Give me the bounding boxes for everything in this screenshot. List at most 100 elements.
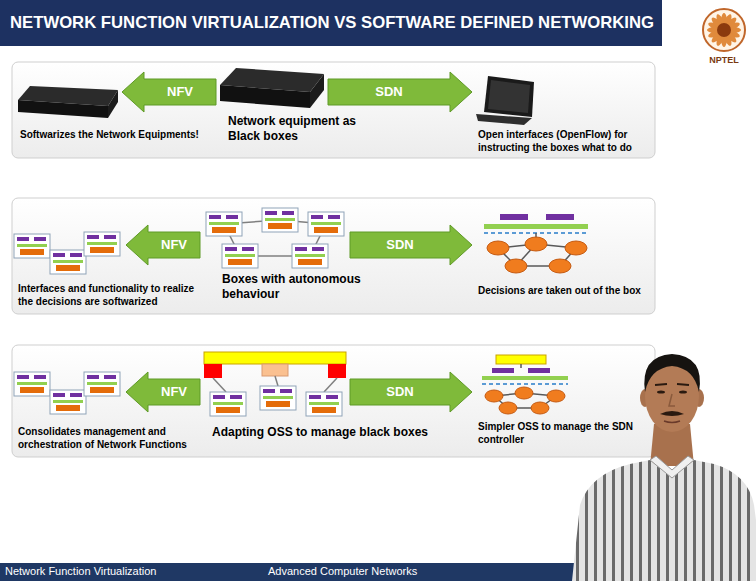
illustrated-item: Decisions are taken out of the box <box>476 210 594 274</box>
slide-title: NETWORK FUNCTION VIRTUALIZATION VS SOFTW… <box>10 0 654 46</box>
illustrated-item: Boxes with autonomous behaviour <box>204 206 346 268</box>
sdn-controller-illustration <box>528 368 550 373</box>
presenter-figure <box>669 394 675 406</box>
sdn-controller-illustration <box>485 390 503 402</box>
sdn-controller-illustration <box>482 376 568 380</box>
caption-text: Interfaces and functionality to realize … <box>18 282 204 308</box>
sdn-controller-illustration <box>496 355 546 364</box>
network-box-illustration <box>275 376 278 386</box>
caption-text: Simpler OSS to manage the SDN controller <box>478 420 646 446</box>
network-box-illustration <box>222 244 258 268</box>
network-box-illustration <box>14 372 50 396</box>
sdn-controller-illustration <box>525 237 547 251</box>
nptel-logo <box>703 9 745 51</box>
footer-text: Advanced Computer Networks <box>268 564 417 579</box>
nptel-logo <box>709 15 739 45</box>
caption-text: Open interfaces (OpenFlow) for instructi… <box>478 128 646 154</box>
illustrated-item: Softwarizes the Network Equipments! <box>18 84 118 122</box>
title-bar <box>0 0 662 46</box>
sdn-controller-illustration <box>487 241 509 255</box>
laptop-illustration <box>476 76 534 125</box>
block-arrow <box>126 225 200 265</box>
caption-text: Decisions are taken out of the box <box>478 284 650 297</box>
sdn-controller-illustration <box>531 402 549 414</box>
network-box-illustration <box>206 212 242 236</box>
block-arrow <box>350 372 472 412</box>
presenter-figure <box>644 354 700 392</box>
sdn-controller-illustration <box>505 259 527 273</box>
sdn-controller-illustration <box>515 387 533 399</box>
illustrated-item: Consolidates management and orchestratio… <box>12 368 122 420</box>
laptop-illustration <box>476 114 532 125</box>
row-panel <box>12 62 655 457</box>
nptel-logo <box>714 13 734 47</box>
illustrated-item: Open interfaces (OpenFlow) for instructi… <box>476 74 536 126</box>
black-box-illustration <box>108 90 118 118</box>
caption-text: Network equipment as Black boxes <box>228 114 364 144</box>
sdn-controller-illustration <box>484 224 588 229</box>
network-box-illustration <box>324 378 337 392</box>
network-box-illustration <box>84 232 120 256</box>
network-box-illustration <box>14 208 346 416</box>
block-arrow <box>328 72 472 112</box>
network-box-illustration <box>204 364 222 378</box>
sdn-controller-illustration <box>520 364 522 368</box>
sdn-controller-illustration <box>565 241 587 255</box>
logo-text: NPTEL <box>709 54 739 67</box>
network-box-illustration <box>50 390 86 414</box>
black-box-illustration <box>18 100 108 118</box>
network-box-illustration <box>308 212 344 236</box>
arrow-label: SDN <box>386 384 413 400</box>
row-panel <box>12 62 655 158</box>
nptel-logo <box>717 23 731 37</box>
caption-text: Consolidates management and orchestratio… <box>18 425 204 451</box>
presenter-figure <box>572 354 756 581</box>
illustrated-item: Simpler OSS to manage the SDN controller <box>476 353 572 415</box>
black-box-illustration <box>18 68 324 118</box>
laptop-illustration <box>488 80 530 113</box>
network-box-illustration <box>213 378 226 392</box>
sdn-controller-illustration <box>482 214 588 414</box>
presenter-figure <box>660 411 684 416</box>
caption-text: Adapting OSS to manage black boxes <box>212 425 438 440</box>
presenter-figure <box>664 421 680 423</box>
presenter-figure <box>657 390 665 393</box>
block-arrow <box>350 225 472 265</box>
presenter-figure <box>655 384 667 385</box>
sdn-controller-illustration <box>547 390 565 402</box>
caption-text: Boxes with autonomous behaviour <box>222 272 370 302</box>
row-panel <box>12 198 655 314</box>
black-box-illustration <box>220 85 310 108</box>
arrow-label: NFV <box>167 84 193 100</box>
presenter-figure <box>679 390 687 393</box>
block-arrow <box>122 72 216 112</box>
footer-text: Network Function Virtualization <box>5 564 156 579</box>
arrow-label: SDN <box>386 237 413 253</box>
network-box-illustration <box>292 244 328 268</box>
arrow-label: NFV <box>161 237 187 253</box>
sdn-controller-illustration <box>546 214 574 220</box>
network-box-illustration <box>84 372 120 396</box>
network-box-illustration <box>204 352 346 364</box>
caption-text: Softwarizes the Network Equipments! <box>20 128 210 141</box>
sdn-controller-illustration <box>500 214 528 220</box>
network-box-illustration <box>260 386 296 410</box>
network-box-illustration <box>14 234 50 258</box>
network-box-illustration <box>262 364 288 376</box>
network-box-illustration <box>210 392 246 416</box>
illustrated-item: Adapting OSS to manage black boxes <box>204 350 346 420</box>
sdn-controller-illustration <box>549 259 571 273</box>
black-box-illustration <box>310 74 324 108</box>
presenter-figure <box>572 460 756 581</box>
laptop-illustration <box>484 76 534 117</box>
arrow-label: NFV <box>161 384 187 400</box>
network-box-illustration <box>306 392 342 416</box>
nptel-logo <box>703 9 745 51</box>
block-arrow <box>126 372 200 412</box>
arrow-label: SDN <box>375 84 402 100</box>
presenter-figure <box>650 456 694 478</box>
sdn-controller-illustration <box>492 368 514 373</box>
illustrated-item: Interfaces and functionality to realize … <box>12 226 122 276</box>
network-box-illustration <box>328 364 346 378</box>
